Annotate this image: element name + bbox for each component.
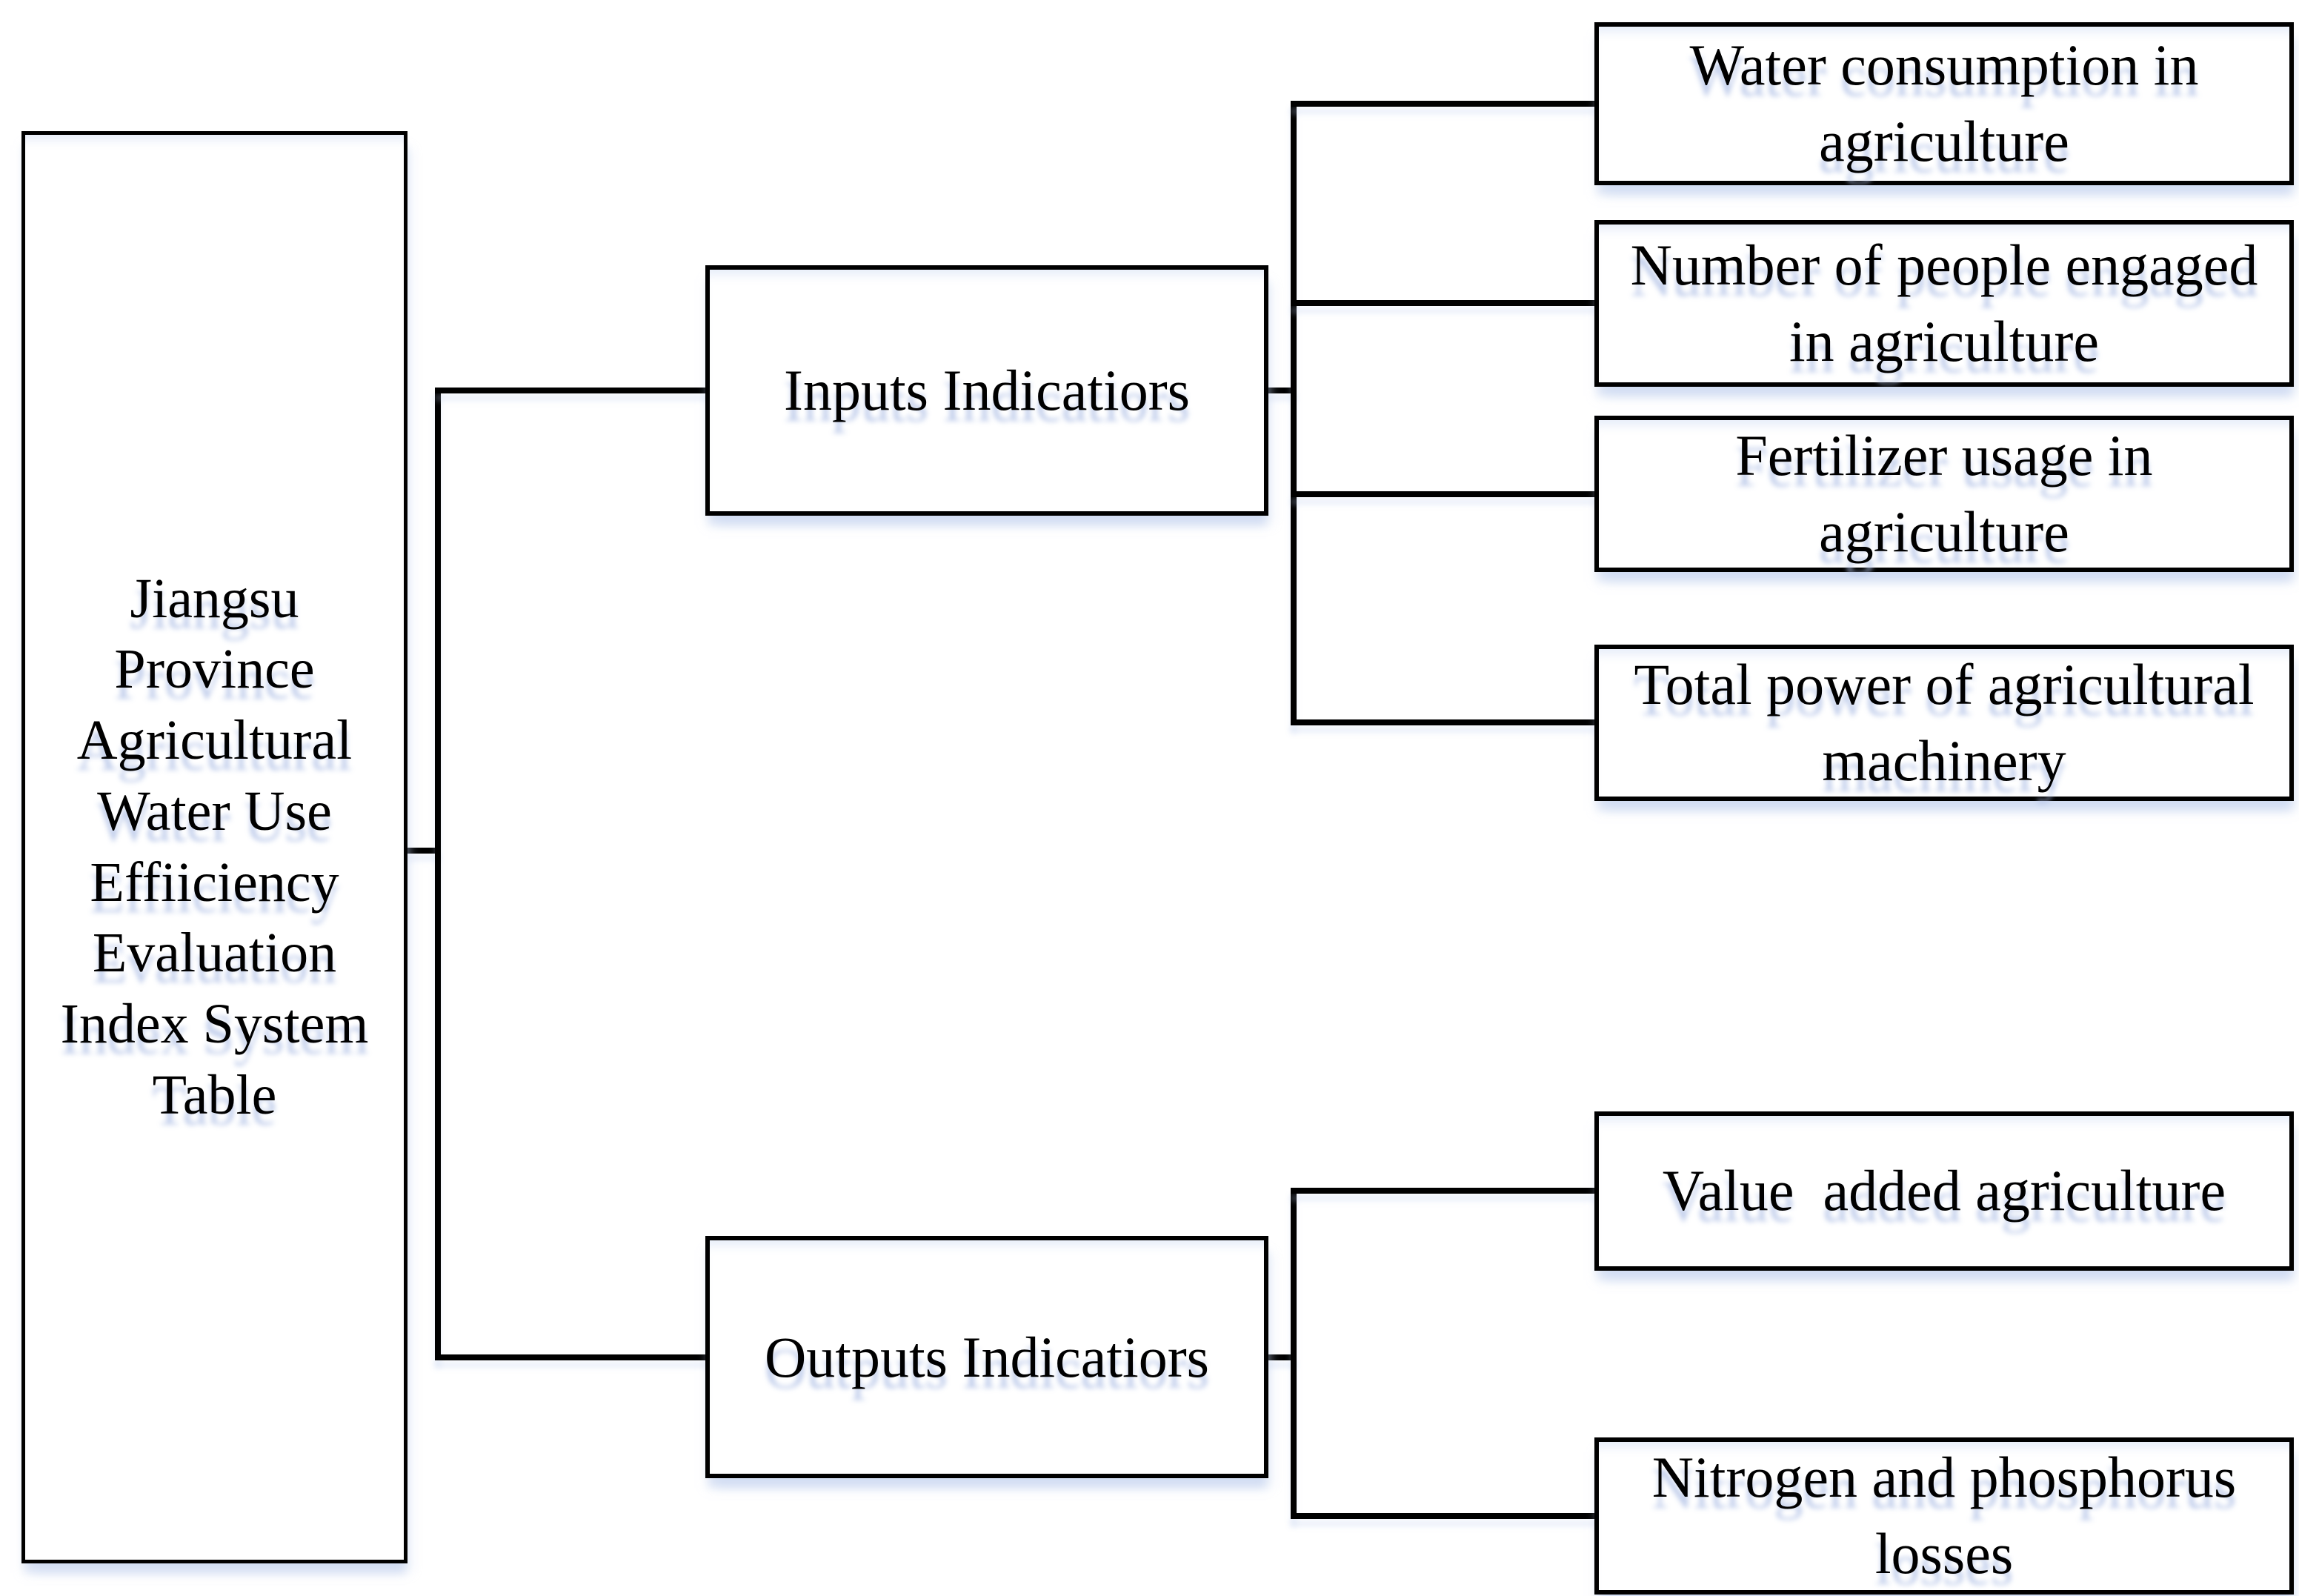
leaf-label-line: losses [1874,1521,2014,1586]
connector-inputs-trunk2 [1264,388,1297,393]
branch-output-2 [1291,1513,1597,1519]
input-child-node-2: Number of people engaged in agriculture [1594,220,2294,387]
root-label-line: Index System [60,993,369,1055]
trunk-outputs-children [1291,1188,1297,1519]
branch-input-3 [1291,491,1597,497]
output-child-node-2: Nitrogen and phosphorus losses [1594,1437,2294,1595]
leaf-label-line: in agriculture [1789,308,2099,373]
leaf-label-line: Total power of agricultural [1634,651,2255,716]
leaf-label-line: Water consumption in [1689,33,2199,98]
branch-output-1 [1291,1188,1597,1194]
leaf-label-line: Nitrogen and phosphorus [1651,1445,2237,1510]
root-node: Jiangsu Province Agricultural Water Use … [21,131,407,1563]
root-label-line: Table [152,1063,277,1126]
leaf-label-line: Fertilizer usage in [1735,422,2153,488]
branch-input-2 [1291,300,1597,306]
leaf-label-line: Value added agriculture [1662,1158,2226,1223]
root-label-line: Evaluation [92,922,337,985]
leaf-label-line: agriculture [1819,109,2069,173]
branch-input-4 [1291,719,1597,725]
root-label-line: Water Use [97,779,332,842]
connector-outputs-trunk3 [1264,1354,1297,1360]
input-child-node-1: Water consumption in agriculture [1594,22,2294,185]
root-label-line: Province [114,638,315,701]
connector-trunk-outputs [435,1354,710,1360]
root-label-line: Jiangsu [130,567,299,630]
root-label-line: Effiiciency [90,851,339,914]
input-child-node-4: Total power of agricultural machinery [1594,645,2294,801]
inputs-node: Inputs Indicatiors [705,265,1268,516]
inputs-node-label: Inputs Indicatiors [783,358,1191,423]
leaf-label-line: agriculture [1819,499,2069,564]
leaf-label-line: Number of people engaged [1630,232,2258,297]
branch-input-1 [1291,101,1597,107]
input-child-node-3: Fertilizer usage in agriculture [1594,416,2294,572]
connector-root-trunk [407,848,440,854]
trunk-level1 [435,388,441,1360]
outputs-node-label: Outputs Indicatiors [764,1324,1210,1389]
outputs-node: Outputs Indicatiors [705,1236,1268,1478]
output-child-node-1: Value added agriculture [1594,1111,2294,1271]
leaf-label-line: machinery [1822,728,2066,793]
root-label-line: Agricultural [76,709,353,771]
trunk-inputs-children [1291,101,1297,725]
connector-trunk-inputs [435,388,710,393]
